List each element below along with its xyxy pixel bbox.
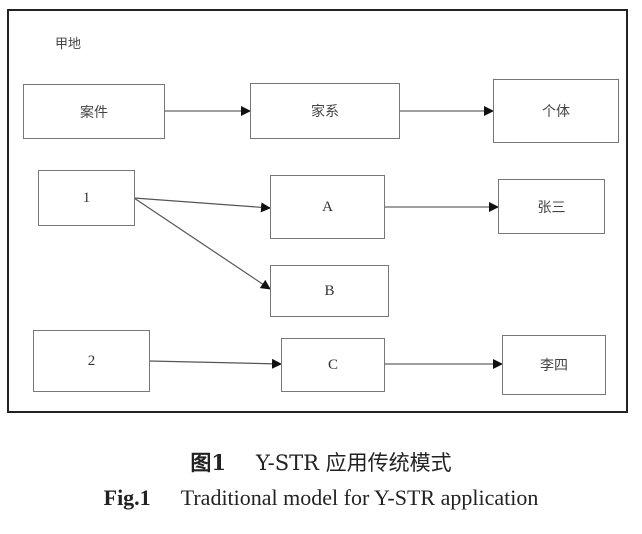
node-sample-1: 1: [38, 170, 135, 226]
node-family: 家系: [250, 83, 400, 139]
diagram-frame: [7, 9, 628, 413]
node-individual: 个体: [493, 79, 619, 143]
node-c: C: [281, 338, 385, 392]
node-lisi: 李四: [502, 335, 606, 395]
node-case: 案件: [23, 84, 165, 139]
region-label: 甲地: [55, 37, 82, 52]
caption-chinese: 图1 Y-STR 应用传统模式: [0, 447, 642, 477]
caption-cn-number: 图1: [190, 450, 227, 475]
caption-english: Fig.1 Traditional model for Y-STR applica…: [0, 485, 642, 511]
caption-en-number: Fig.1: [103, 485, 151, 510]
caption-en-title: Traditional model for Y-STR application: [180, 485, 539, 510]
edge-1-a: [133, 197, 271, 213]
node-a: A: [270, 175, 385, 239]
edge-2-c: [148, 358, 282, 369]
caption-cn-title: Y-STR 应用传统模式: [256, 451, 452, 475]
node-zhangsan: 张三: [498, 179, 605, 234]
node-b: B: [270, 265, 389, 317]
node-sample-2: 2: [33, 330, 150, 392]
edge-1-b: [133, 197, 271, 290]
